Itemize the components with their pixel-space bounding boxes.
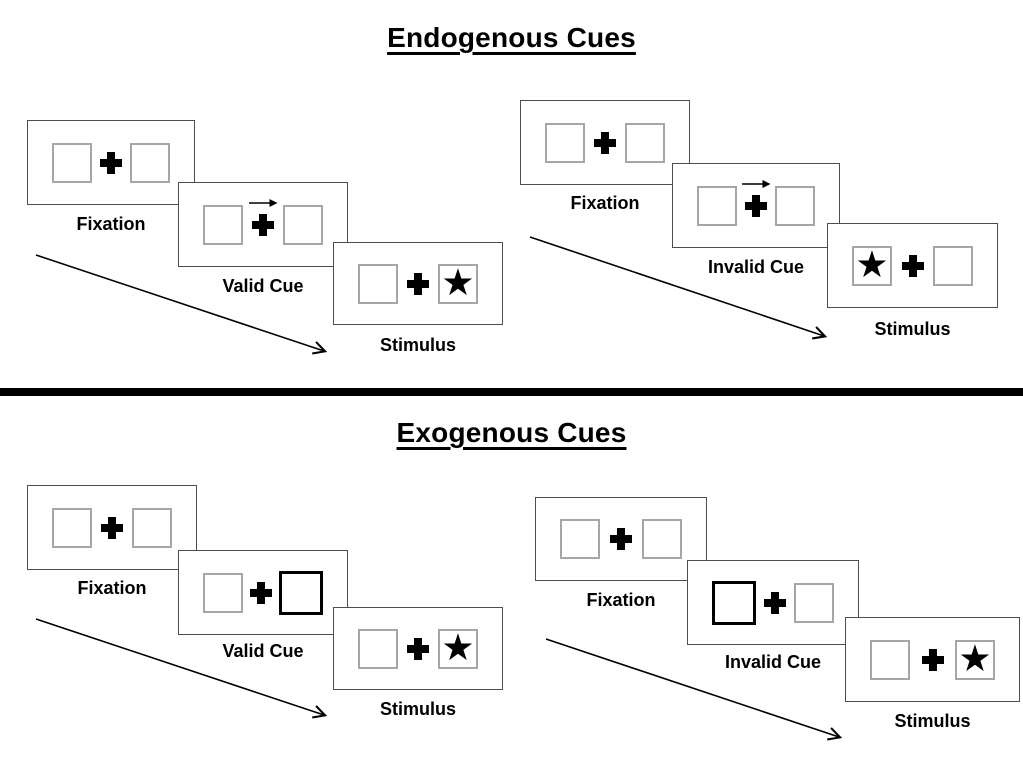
left-placeholder-box — [358, 263, 398, 304]
left-placeholder-box — [52, 507, 92, 548]
highlighted-cue-box — [279, 570, 323, 615]
timeline-arrow — [35, 618, 328, 719]
invalid-cue-label: Invalid Cue — [724, 652, 822, 672]
valid-cue-label: Valid Cue — [222, 276, 304, 296]
timeline-arrow — [35, 254, 328, 355]
right-arrow-icon — [742, 179, 771, 188]
left-placeholder-box — [870, 639, 910, 680]
fixation-cross-icon — [101, 516, 123, 539]
target-box: ★ — [955, 637, 995, 680]
fixation-label: Fixation — [586, 590, 656, 610]
fixation-cross-icon — [901, 254, 924, 277]
card-fixation — [520, 100, 690, 185]
card-stimulus: ★ — [333, 242, 503, 325]
card-stimulus: ★ — [845, 617, 1020, 702]
left-placeholder-box — [358, 628, 398, 669]
card-fixation — [27, 485, 197, 570]
fixation-cross-icon — [250, 581, 272, 604]
card-stimulus: ★ — [333, 607, 503, 690]
right-placeholder-box — [775, 185, 815, 226]
right-placeholder-box — [794, 582, 834, 623]
fixation-cross-icon — [764, 591, 786, 614]
card-stimulus: ★ — [827, 223, 998, 308]
fixation-label: Fixation — [570, 193, 640, 213]
fixation-cross-icon — [407, 637, 429, 660]
card-fixation — [27, 120, 195, 205]
stimulus-label: Stimulus — [379, 699, 456, 719]
star-stimulus-icon: ★ — [441, 626, 475, 669]
right-placeholder-box — [132, 507, 172, 548]
right-placeholder-box — [933, 245, 973, 286]
endogenous-title-text: Endogenous Cues — [387, 22, 636, 53]
right-placeholder-box — [625, 122, 665, 163]
card-invalid-cue — [672, 163, 840, 248]
right-placeholder-box — [283, 204, 323, 245]
star-stimulus-icon: ★ — [441, 261, 475, 304]
card-invalid-cue — [687, 560, 859, 645]
highlighted-cue-box — [712, 580, 756, 625]
valid-cue-label: Valid Cue — [222, 641, 304, 661]
left-placeholder-box — [52, 142, 92, 183]
card-fixation — [535, 497, 707, 581]
target-box: ★ — [438, 261, 478, 304]
card-valid-cue — [178, 182, 348, 267]
left-placeholder-box — [545, 122, 585, 163]
fixation-cross-icon — [745, 194, 767, 217]
exogenous-section-title: Exogenous Cues — [0, 417, 1023, 449]
stimulus-label: Stimulus — [894, 711, 971, 731]
fixation-cross-icon — [252, 213, 274, 236]
stimulus-label: Stimulus — [379, 335, 456, 355]
cued-fixation-cross — [249, 198, 278, 236]
fixation-label: Fixation — [77, 578, 147, 598]
timeline-arrow — [529, 236, 828, 340]
fixation-cross-icon — [100, 151, 122, 174]
card-valid-cue — [178, 550, 348, 635]
fixation-label: Fixation — [76, 214, 146, 234]
stimulus-label: Stimulus — [874, 319, 951, 339]
right-arrow-icon — [249, 198, 278, 207]
star-stimulus-icon: ★ — [958, 637, 992, 680]
target-box: ★ — [438, 626, 478, 669]
timeline-arrow — [545, 638, 843, 741]
target-box: ★ — [852, 243, 892, 286]
fixation-cross-icon — [407, 272, 429, 295]
fixation-cross-icon — [610, 528, 632, 550]
right-placeholder-box — [130, 142, 170, 183]
exogenous-title-text: Exogenous Cues — [396, 417, 627, 448]
cued-fixation-cross — [742, 179, 771, 217]
left-placeholder-box — [203, 572, 243, 613]
fixation-cross-icon — [594, 131, 616, 154]
fixation-cross-icon — [921, 648, 944, 671]
endogenous-section-title: Endogenous Cues — [0, 22, 1023, 54]
star-stimulus-icon: ★ — [855, 243, 889, 286]
left-placeholder-box — [203, 204, 243, 245]
section-divider — [0, 388, 1023, 396]
right-placeholder-box — [642, 519, 682, 559]
left-placeholder-box — [697, 185, 737, 226]
invalid-cue-label: Invalid Cue — [707, 257, 805, 277]
left-placeholder-box — [560, 519, 600, 559]
